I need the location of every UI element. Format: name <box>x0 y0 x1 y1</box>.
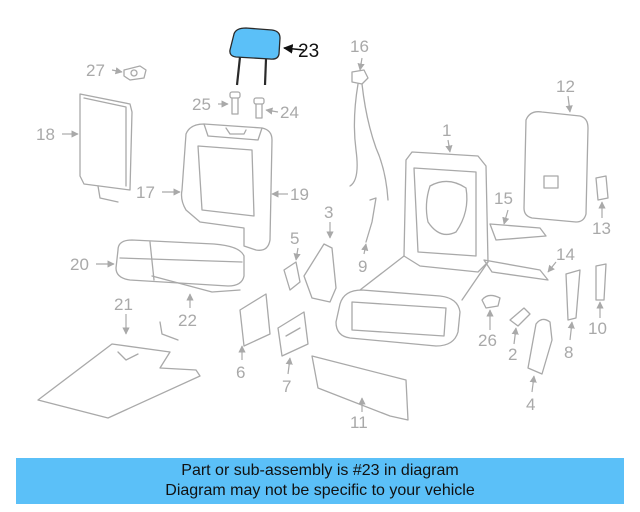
callout-1[interactable]: 1 <box>442 121 451 140</box>
part-27-clip[interactable] <box>123 65 147 81</box>
callout-10[interactable]: 10 <box>588 319 607 338</box>
callout-labels: 23 27 25 24 18 16 12 1 17 19 15 3 13 5 2… <box>36 37 611 432</box>
callout-3[interactable]: 3 <box>324 203 333 222</box>
callout-4[interactable]: 4 <box>526 395 535 414</box>
callout-27[interactable]: 27 <box>86 61 105 80</box>
callout-19[interactable]: 19 <box>290 185 309 204</box>
callout-11[interactable]: 11 <box>350 413 368 432</box>
part-16-cable[interactable] <box>349 69 389 201</box>
banner-line-2: Diagram may not be specific to your vehi… <box>165 482 475 499</box>
leader-lines <box>62 44 606 412</box>
part-7-panel[interactable] <box>277 311 309 357</box>
info-banner: Part or sub-assembly is #23 in diagram D… <box>16 458 624 504</box>
part-15-rail[interactable] <box>489 223 547 241</box>
part-2-lever[interactable] <box>509 307 531 327</box>
part-24-guide[interactable] <box>253 97 265 119</box>
callout-8[interactable]: 8 <box>564 343 573 362</box>
part-1-seat-frame[interactable] <box>335 151 489 347</box>
callout-6[interactable]: 6 <box>236 363 245 382</box>
seat-parts-diagram: 23 27 25 24 18 16 12 1 17 19 15 3 13 5 2… <box>36 27 611 432</box>
callout-2[interactable]: 2 <box>508 345 517 364</box>
part-21-mat[interactable] <box>37 321 201 419</box>
part-20-cushion[interactable] <box>115 239 245 293</box>
callout-17[interactable]: 17 <box>136 183 155 202</box>
part-23-headrest[interactable] <box>229 27 281 86</box>
callout-25[interactable]: 25 <box>192 95 211 114</box>
part-5-cover[interactable] <box>283 261 301 291</box>
callout-14[interactable]: 14 <box>556 245 575 264</box>
callout-21[interactable]: 21 <box>114 295 133 314</box>
part-18-back-panel[interactable] <box>79 93 133 203</box>
part-3-bracket[interactable] <box>303 243 337 303</box>
callout-15[interactable]: 15 <box>494 189 513 208</box>
part-12-panel[interactable] <box>523 111 589 223</box>
callout-5[interactable]: 5 <box>290 229 299 248</box>
part-26-knob[interactable] <box>481 294 501 309</box>
part-8-bracket[interactable] <box>565 269 581 321</box>
callout-18[interactable]: 18 <box>36 125 55 144</box>
callout-13[interactable]: 13 <box>592 219 611 238</box>
banner-line-1: Part or sub-assembly is #23 in diagram <box>181 462 459 479</box>
part-6-panel[interactable] <box>239 293 271 347</box>
part-14-rail[interactable] <box>483 259 549 281</box>
callout-24[interactable]: 24 <box>280 103 299 122</box>
part-17-19-seatback[interactable] <box>180 123 273 251</box>
part-11-trim[interactable] <box>311 355 409 421</box>
callout-26[interactable]: 26 <box>478 331 497 350</box>
callout-12[interactable]: 12 <box>556 77 575 96</box>
callout-9[interactable]: 9 <box>358 257 367 276</box>
callout-23[interactable]: 23 <box>298 41 319 62</box>
part-10-bracket[interactable] <box>595 263 607 301</box>
part-4-cover[interactable] <box>527 318 553 375</box>
part-13-clip[interactable] <box>595 175 609 201</box>
part-9-bracket[interactable] <box>365 197 377 243</box>
callout-20[interactable]: 20 <box>70 255 89 274</box>
part-25-guide[interactable] <box>229 91 241 115</box>
callout-7[interactable]: 7 <box>282 377 291 396</box>
callout-16[interactable]: 16 <box>350 37 369 56</box>
callout-22[interactable]: 22 <box>178 311 197 330</box>
